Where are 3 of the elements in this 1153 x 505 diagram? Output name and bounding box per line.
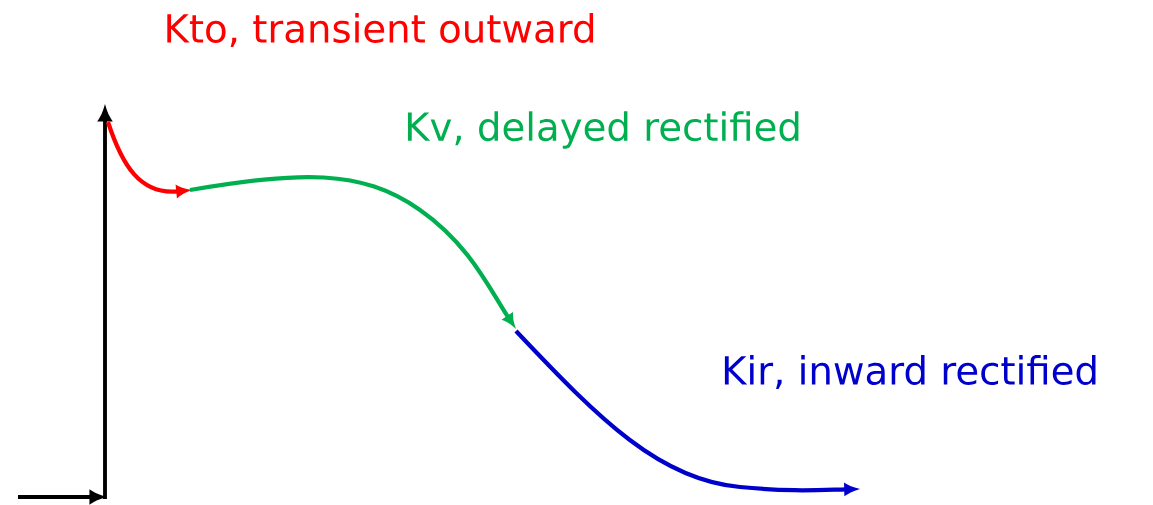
curve-label: Kv, delayed rectified xyxy=(407,111,799,149)
curve-label: Kto, transient outward xyxy=(167,13,594,47)
curve-label: Kir, inward rectified xyxy=(724,355,1096,389)
